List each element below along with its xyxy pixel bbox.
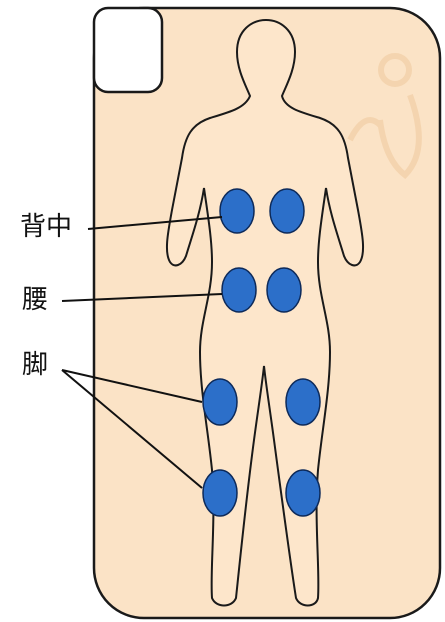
back-dot-left <box>220 189 254 233</box>
label-waist: 腰 <box>22 287 48 313</box>
waist-dot-right <box>267 268 301 312</box>
waist-dot-left <box>222 268 256 312</box>
legs-dot-lower-right <box>286 470 320 516</box>
label-legs: 脚 <box>22 352 48 378</box>
legs-dot-upper-right <box>286 379 320 425</box>
card-corner-square <box>94 8 162 92</box>
back-dot-right <box>270 189 304 233</box>
legs-dot-upper-left <box>203 379 237 425</box>
legs-dot-lower-left <box>203 470 237 516</box>
label-back: 背中 <box>20 214 72 240</box>
